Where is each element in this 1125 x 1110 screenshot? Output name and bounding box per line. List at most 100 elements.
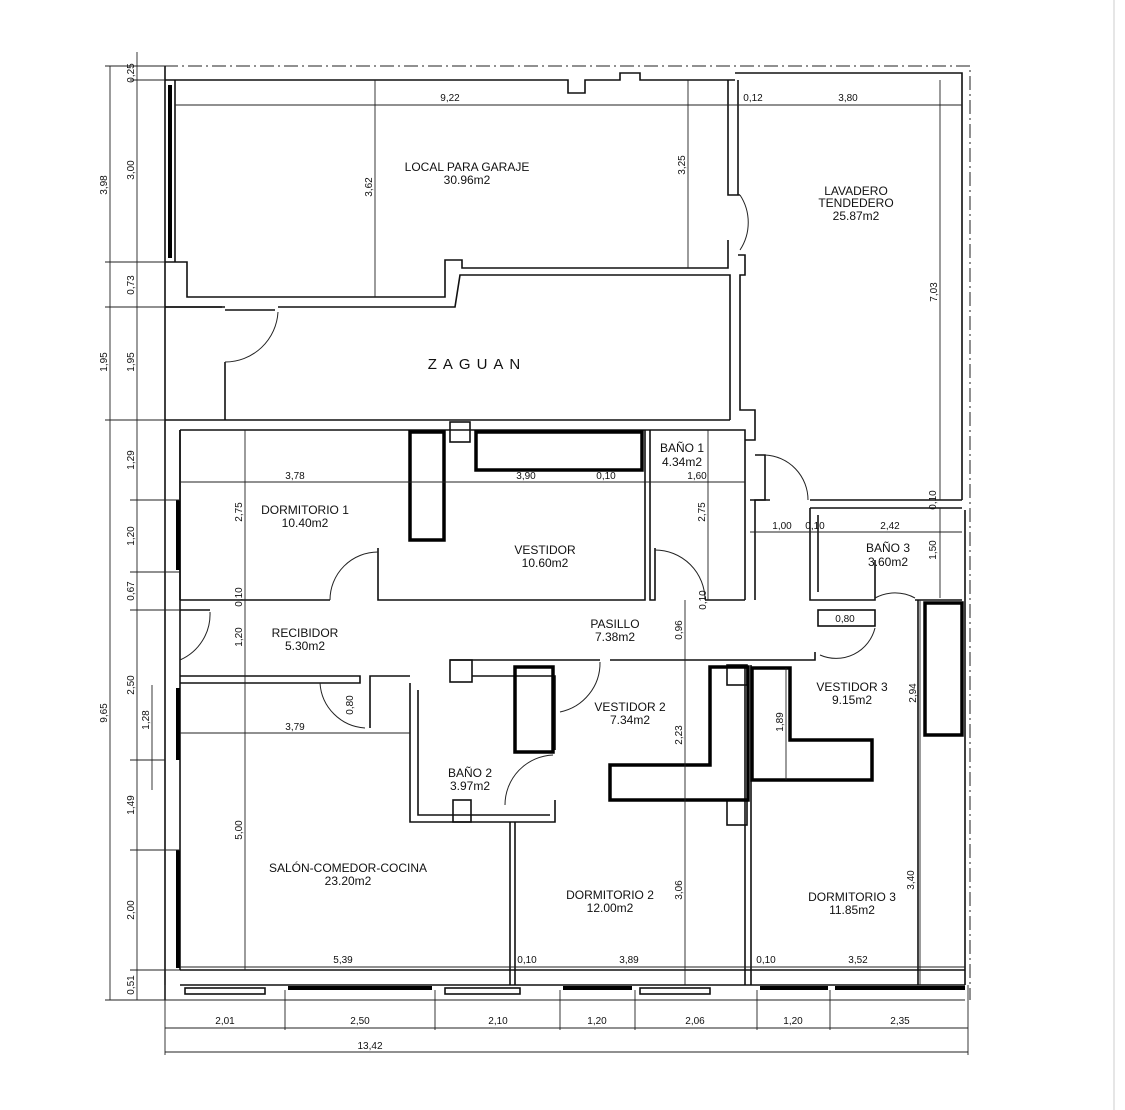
room-name: LOCAL PARA GARAJE [405,160,530,174]
room-area: 7.34m2 [610,713,650,727]
room-bano-2: BAÑO 2 3.97m2 [448,766,492,793]
dim-label: 2,75 [234,502,245,522]
room-area: 10.60m2 [522,556,569,570]
room-name: LAVADERO [824,184,888,198]
dim-label: 2,00 [126,900,137,920]
dim-label: 0,10 [928,490,939,510]
room-lavadero: LAVADERO TENDEDERO 25.87m2 [818,184,893,223]
room-name: BAÑO 1 [660,441,704,455]
room-area: 5.30m2 [285,639,325,653]
windows [168,85,965,995]
room-area: 9.15m2 [832,693,872,707]
dim-label: 2,35 [890,1016,910,1027]
room-area: 23.20m2 [325,874,372,888]
room-area: 3.60m2 [868,555,908,569]
dim-label: 2,06 [685,1016,705,1027]
dim-label: 1,20 [126,526,137,546]
dim-label: 1,89 [775,712,786,732]
page-edge [1113,0,1115,1110]
dim-label: 0,96 [674,620,685,640]
room-name: RECIBIDOR [272,626,339,640]
dim-label: 0,80 [345,695,356,715]
dim-label: 2,10 [488,1016,508,1027]
room-recibidor: RECIBIDOR 5.30m2 [272,626,339,653]
room-bano-1: BAÑO 1 4.34m2 [660,441,704,469]
dim-label: 0,12 [743,93,763,104]
dim-label: 1,00 [772,521,792,532]
dim-label: 1,60 [687,471,707,482]
dim-label: 3,78 [285,471,305,482]
room-salon: SALÓN-COMEDOR-COCINA 23.20m2 [269,860,427,888]
room-bano-3: BAÑO 3 3.60m2 [866,541,910,569]
room-name: DORMITORIO 1 [261,503,349,517]
dim-label: 9,65 [99,703,110,723]
room-area: 12.00m2 [587,901,634,915]
dim-label: 3,62 [364,177,375,197]
dim-label: 1,28 [141,710,152,730]
property-boundary [140,65,971,1000]
room-area: 3.97m2 [450,779,490,793]
dim-label: 13,42 [357,1041,382,1052]
dim-label: 2,50 [126,675,137,695]
dim-label: 7,03 [929,282,940,302]
dim-label: 0,10 [698,590,709,610]
dim-label: 2,75 [697,502,708,522]
room-dormitorio-2: DORMITORIO 2 12.00m2 [566,888,654,915]
room-dormitorio-3: DORMITORIO 3 11.85m2 [808,890,896,917]
dim-label: 0,25 [126,63,137,83]
room-name: SALÓN-COMEDOR-COCINA [269,860,427,875]
dim-label: 3,25 [677,155,688,175]
dim-label: 0,10 [596,471,616,482]
room-vestidor-3: VESTIDOR 3 9.15m2 [816,680,888,707]
dim-label: 3,98 [99,175,110,195]
dim-label: 0,67 [126,581,137,601]
room-name: VESTIDOR [514,543,576,557]
dim-label: 2,01 [215,1016,235,1027]
dimension-labels: 3,98 1,95 9,65 0,25 3,00 0,73 1,95 1,29 … [99,63,940,1052]
dim-label: 1,20 [783,1016,803,1027]
room-name: VESTIDOR 3 [816,680,888,694]
dim-label: 0,10 [517,955,537,966]
dim-label: 1,20 [234,627,245,647]
dim-label: 2,94 [908,683,919,703]
dim-label: 0,10 [234,587,245,607]
dim-label: 3,80 [838,93,858,104]
room-name: VESTIDOR 2 [594,700,666,714]
room-pasillo: PASILLO 7.38m2 [590,617,639,644]
dim-label: 1,95 [126,352,137,372]
dimension-lines [105,52,969,1055]
dim-label: 0,73 [126,275,137,295]
dim-label: 2,50 [350,1016,370,1027]
room-name: DORMITORIO 3 [808,890,896,904]
room-name: PASILLO [590,617,639,631]
dim-label: 1,20 [587,1016,607,1027]
room-zaguan: ZAGUAN [428,356,527,373]
dim-label: 3,79 [285,722,305,733]
room-name: TENDEDERO [818,196,893,210]
room-area: 4.34m2 [662,455,702,469]
room-labels: LOCAL PARA GARAJE 30.96m2 ZAGUAN LAVADER… [261,160,910,917]
room-name: BAÑO 3 [866,541,910,555]
room-vestidor-2: VESTIDOR 2 7.34m2 [594,700,666,727]
room-name: BAÑO 2 [448,766,492,780]
dim-label: 3,06 [674,880,685,900]
dim-label: 3,40 [906,870,917,890]
room-vestidor: VESTIDOR 10.60m2 [514,543,576,570]
doors [179,194,916,806]
dim-label: 1,95 [99,352,110,372]
dim-label: 1,50 [928,540,939,560]
dim-label: 1,29 [126,450,137,470]
dim-label: 0,51 [126,975,137,995]
room-dormitorio-1: DORMITORIO 1 10.40m2 [261,503,349,530]
room-area: 30.96m2 [444,173,491,187]
wardrobes [408,430,964,802]
room-name: DORMITORIO 2 [566,888,654,902]
dim-label: 0,80 [835,614,855,625]
room-area: 25.87m2 [833,209,880,223]
dim-label: 3,89 [619,955,639,966]
room-area: 7.38m2 [595,630,635,644]
dim-label: 5,00 [234,820,245,840]
dim-label: 1,49 [126,795,137,815]
dim-label: 3,52 [848,955,868,966]
room-area: 10.40m2 [282,516,329,530]
